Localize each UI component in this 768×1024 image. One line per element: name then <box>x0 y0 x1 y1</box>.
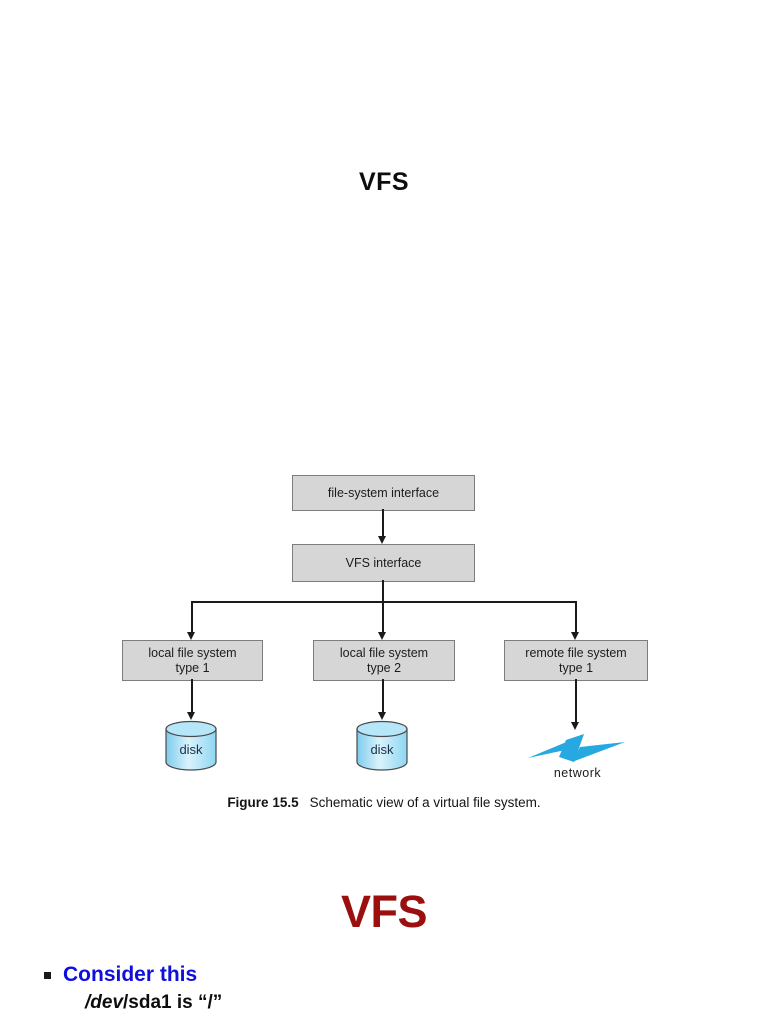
disk-cylinder-icon: disk <box>356 720 408 771</box>
arrow-line <box>382 509 384 538</box>
arrow-down-icon <box>378 712 386 720</box>
section-title: VFS <box>340 886 428 937</box>
bullet-item: Consider this <box>44 963 197 987</box>
remote-fs-type1-box: remote file system type 1 <box>504 640 648 681</box>
box-label-line1: local file system <box>148 645 237 660</box>
slide-title: VFS <box>358 168 410 196</box>
local-fs-type1-box: local file system type 1 <box>122 640 263 681</box>
disk-cylinder-icon: disk <box>165 720 217 771</box>
arrow-line <box>382 679 384 714</box>
arrow-down-icon <box>187 712 195 720</box>
arrow-down-icon <box>571 632 579 640</box>
square-bullet-icon <box>44 971 51 979</box>
box-label-line2: type 2 <box>366 660 402 675</box>
drop-line-center <box>382 601 384 632</box>
tree-crossbar-line <box>191 601 577 603</box>
box-label: VFS interface <box>345 555 422 570</box>
vfs-interface-box: VFS interface <box>292 544 475 582</box>
arrow-line <box>575 679 577 724</box>
drop-line-left <box>191 601 193 632</box>
network-lightning-icon <box>528 734 625 762</box>
device-path-rest: /sda1 is “/” <box>123 992 223 1013</box>
box-label-line1: remote file system <box>525 645 627 660</box>
file-system-interface-box: file-system interface <box>292 475 475 511</box>
figure-caption-label: Figure 15.5 <box>227 795 299 810</box>
device-path-italic: /dev <box>85 992 124 1013</box>
tree-stem-line <box>382 580 384 602</box>
arrow-line <box>191 679 193 714</box>
box-label: file-system interface <box>327 485 440 500</box>
bullet-label: Consider this <box>63 963 198 986</box>
box-label-line2: type 1 <box>558 660 594 675</box>
arrow-down-icon <box>378 632 386 640</box>
arrow-down-icon <box>187 632 195 640</box>
box-label-line1: local file system <box>339 645 429 660</box>
disk-label: disk <box>179 742 203 757</box>
disk-label: disk <box>370 742 394 757</box>
network-label: network <box>553 766 602 780</box>
arrow-down-icon <box>378 536 386 544</box>
drop-line-right <box>575 601 577 632</box>
arrow-down-icon <box>571 722 579 730</box>
figure-caption: Figure 15.5 Schematic view of a virtual f… <box>0 795 768 810</box>
box-label-line2: type 1 <box>175 660 210 675</box>
sub-bullet-text: /dev/sda1 is “/” <box>85 992 222 1014</box>
local-fs-type2-box: local file system type 2 <box>313 640 455 681</box>
figure-caption-text: Schematic view of a virtual file system. <box>309 795 541 810</box>
